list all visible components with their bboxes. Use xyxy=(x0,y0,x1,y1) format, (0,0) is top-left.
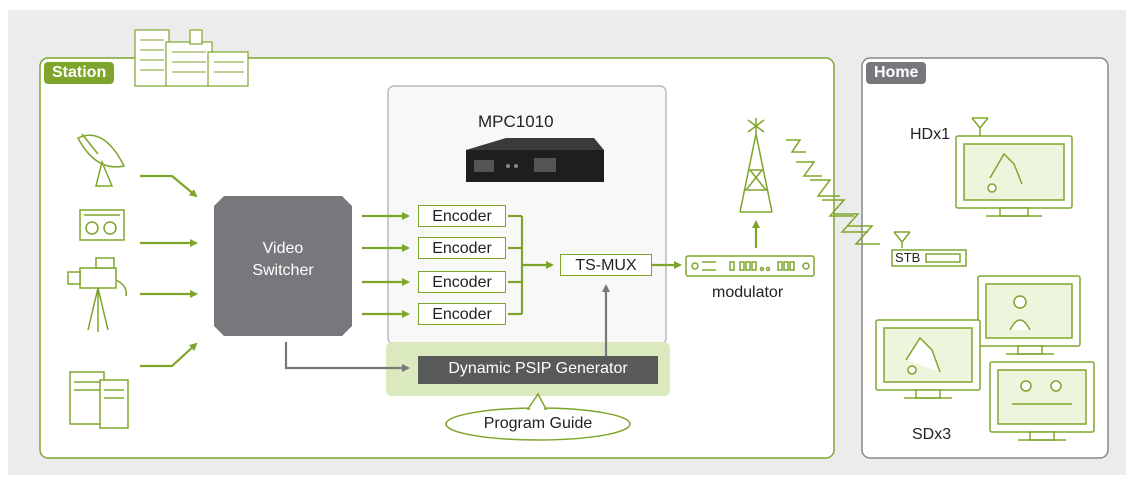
program-guide-callout xyxy=(445,392,631,441)
source-arrows xyxy=(140,174,198,368)
sd-television-icon xyxy=(977,275,1081,355)
product-name: MPC1010 xyxy=(478,112,554,131)
encoder-box: Encoder xyxy=(418,271,506,293)
modulator-label: modulator xyxy=(712,284,784,301)
switcher-to-psip-arrow xyxy=(284,342,410,372)
stb-label: STB xyxy=(895,250,921,265)
tsmux-box: TS-MUX xyxy=(560,254,652,276)
hd-label: HDx1 xyxy=(910,126,951,143)
sd-television-icon xyxy=(875,319,981,399)
stb-icon xyxy=(891,231,967,267)
tape-deck-icon xyxy=(79,209,125,241)
hd-television-icon xyxy=(955,117,1073,217)
modulator-icon xyxy=(685,255,815,277)
encoder-input-arrows xyxy=(362,212,410,318)
station-building-icon xyxy=(134,29,249,87)
switcher-label: Video Switcher xyxy=(214,238,352,282)
encoder-box: Encoder xyxy=(418,303,506,325)
station-tag: Station xyxy=(44,62,115,84)
psip-generator-box xyxy=(418,356,658,384)
server-icon xyxy=(69,371,129,429)
mpc1010-device-icon xyxy=(466,138,604,182)
psip-label: Dynamic PSIP Generator xyxy=(448,360,628,377)
encoder-box: Encoder xyxy=(418,205,506,227)
encoder-bus xyxy=(508,214,554,316)
video-camera-icon xyxy=(67,257,128,332)
broadcast-tower-icon xyxy=(739,118,773,213)
switcher-label-line2: Switcher xyxy=(252,262,314,279)
program-guide-label: Program Guide xyxy=(483,415,593,432)
switcher-label-line1: Video xyxy=(262,240,304,257)
home-tag: Home xyxy=(866,62,927,84)
sd-television-icon xyxy=(989,361,1095,441)
encoder-box: Encoder xyxy=(418,237,506,259)
sd-label: SDx3 xyxy=(912,426,952,443)
broadcast-waves xyxy=(786,139,880,245)
video-switcher-box xyxy=(214,196,352,336)
satellite-dish-icon xyxy=(76,133,126,187)
